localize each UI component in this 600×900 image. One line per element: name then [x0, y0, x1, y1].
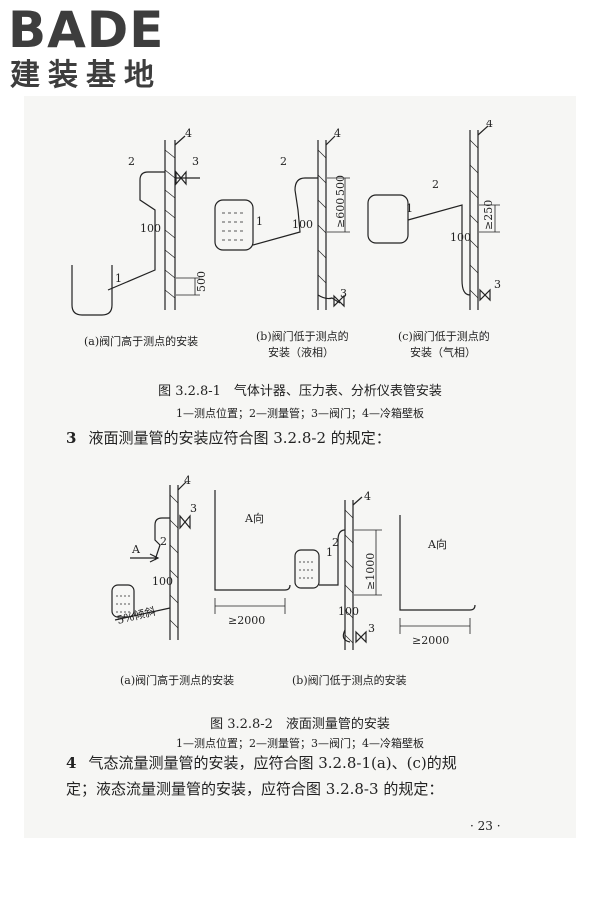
fig2b-label-4: 4 — [364, 490, 371, 503]
fig2b-label-1: 1 — [326, 546, 333, 559]
fig2-panel-b-caption: (b)阀门低于测点的安装 — [292, 673, 407, 687]
fig1b-label-4: 4 — [334, 127, 341, 140]
fig1b-dim-100: 100 — [292, 218, 313, 231]
page-area — [24, 96, 576, 838]
fig1b-label-2: 2 — [280, 155, 287, 168]
fig1a-label-4: 4 — [185, 127, 192, 140]
item-4-line-2: 定；液态流量测量管的安装，应符合图 3.2.8-3 的规定： — [66, 780, 444, 798]
fig1-panel-c-caption-1: (c)阀门低于测点的 — [398, 329, 490, 343]
figure-2-caption: 图 3.2.8-2 液面测量管的安装 — [210, 717, 390, 732]
figure-1-drawing: 1 2 3 4 100 500 1 2 3 4 100 500 ≥600 1 2… — [71, 120, 501, 359]
fig1b-label-1: 1 — [256, 215, 263, 228]
page-number: · 23 · — [470, 819, 501, 833]
fig2b-dim-2000: ≥2000 — [412, 634, 449, 647]
fig1a-dim-100: 100 — [140, 222, 161, 235]
fig1b-label-3: 3 — [340, 287, 347, 300]
logo-subtitle: 建装基地 — [10, 58, 162, 93]
item-3: 3 液面测量管的安装应符合图 3.2.8-2 的规定： — [66, 425, 546, 451]
item-3-number: 3 — [66, 429, 77, 447]
fig1c-label-3: 3 — [494, 278, 501, 291]
item-4: 4 气态流量测量管的安装，应符合图 3.2.8-1(a)、(c)的规 定；液态流量… — [66, 750, 546, 802]
fig2b-label-3: 3 — [368, 622, 375, 635]
item-4-number: 4 — [66, 754, 77, 772]
fig2b-view-a: A向 — [427, 537, 447, 551]
logo-brand: BADE — [8, 1, 165, 59]
fig2a-label-2: 2 — [160, 535, 167, 548]
fig1c-dim-250: ≥250 — [482, 200, 495, 230]
fig1c-label-4: 4 — [486, 120, 493, 130]
fig1-panel-b-caption-1: (b)阀门低于测点的 — [256, 329, 349, 343]
fig2a-dim-100: 100 — [152, 575, 173, 588]
fig1b-dim-600: ≥600 — [334, 198, 347, 228]
fig1-panel-a-caption: (a)阀门高于测点的安装 — [84, 334, 198, 348]
figure-2-drawing: 5%倾斜 A A向 100 ≥2000 2 3 4 100 ≥1000 A向 ≥… — [111, 475, 476, 687]
fig2a-slope: 5%倾斜 — [116, 605, 157, 627]
fig2-panel-a-caption: (a)阀门高于测点的安装 — [120, 673, 234, 687]
fig2a-view-a: A向 — [244, 511, 264, 525]
fig2a-dim-2000: ≥2000 — [228, 614, 265, 627]
fig2a-label-4: 4 — [184, 475, 191, 487]
fig2b-label-2: 2 — [332, 536, 339, 549]
item-4-line-1: 气态流量测量管的安装，应符合图 3.2.8-1(a)、(c)的规 — [88, 754, 457, 772]
fig1a-label-3: 3 — [192, 155, 199, 168]
fig1c-label-1: 1 — [406, 202, 413, 215]
figure-1-caption: 图 3.2.8-1 气体计器、压力表、分析仪表管安装 — [158, 384, 442, 399]
fig1c-dim-100: 100 — [450, 231, 471, 244]
logo: BADE 建装基地 — [8, 4, 188, 96]
fig1c-label-2: 2 — [432, 178, 439, 191]
fig1b-dim-500: 500 — [334, 175, 347, 196]
fig2b-dim-100: 100 — [338, 605, 359, 618]
figure-2-legend: 1—测点位置；2—测量管；3—阀门；4—冷箱壁板 — [176, 737, 424, 750]
fig1a-dim-500: 500 — [195, 271, 208, 292]
fig2b-dim-1000: ≥1000 — [364, 553, 377, 590]
fig1a-label-2: 2 — [128, 155, 135, 168]
item-3-text: 液面测量管的安装应符合图 3.2.8-2 的规定： — [88, 429, 391, 447]
figure-1-legend: 1—测点位置；2—测量管；3—阀门；4—冷箱壁板 — [176, 407, 424, 420]
fig2a-arrow-a: A — [131, 543, 141, 556]
fig1a-label-1: 1 — [115, 272, 122, 285]
fig2a-label-3: 3 — [190, 502, 197, 515]
fig1-panel-c-caption-2: 安装（气相） — [410, 345, 476, 359]
fig1-panel-b-caption-2: 安装（液相） — [268, 345, 334, 359]
